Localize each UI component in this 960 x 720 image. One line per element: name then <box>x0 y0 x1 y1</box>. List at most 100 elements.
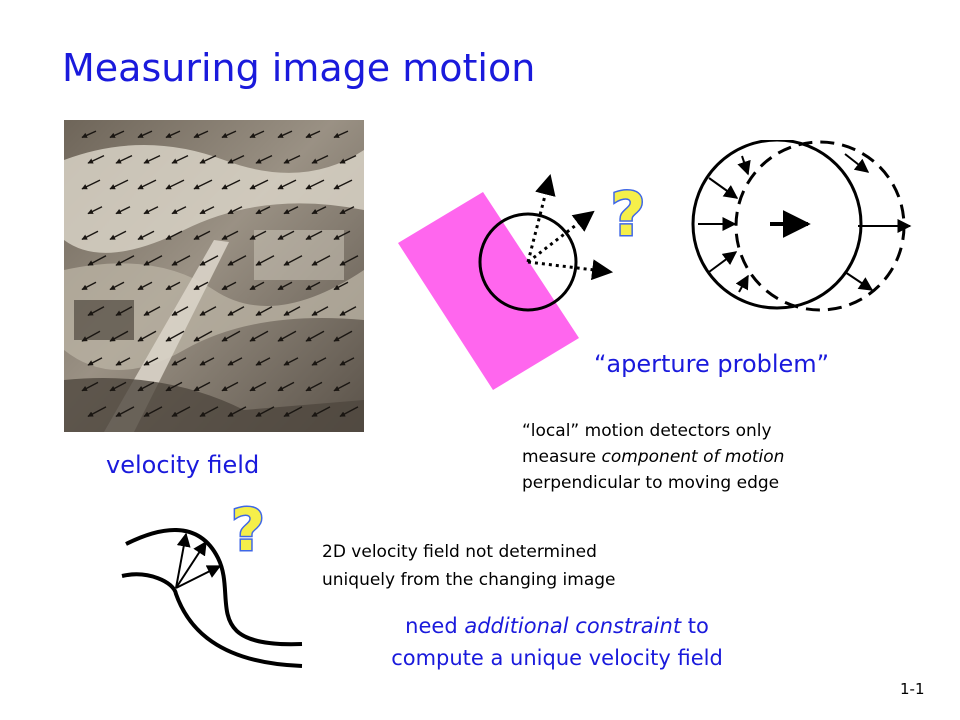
velocity-arrow <box>339 357 355 366</box>
velocity-arrow <box>283 406 303 418</box>
uniqueness-text: 2D velocity field not determined uniquel… <box>322 538 616 594</box>
shifted-circle-diagram <box>691 140 912 312</box>
velocity-arrow <box>221 130 237 139</box>
velocity-arrow <box>137 179 157 190</box>
svg-text:?: ? <box>611 180 646 250</box>
velocity-arrow <box>199 206 215 215</box>
velocity-arrow <box>171 306 189 316</box>
velocity-arrow <box>165 381 183 392</box>
velocity-arrow <box>199 406 219 418</box>
velocity-arrow <box>81 130 97 139</box>
velocity-arrow <box>137 130 153 139</box>
velocity-arrow <box>171 357 187 366</box>
velocity-arrow <box>165 330 185 342</box>
velocity-arrow <box>115 357 131 366</box>
velocity-arrow <box>277 179 297 190</box>
velocity-arrow <box>165 179 185 190</box>
constraint-prefix: need <box>405 614 465 638</box>
velocity-arrow <box>81 381 99 392</box>
uniqueness-line1: 2D velocity field not determined <box>322 542 597 562</box>
velocity-arrow <box>137 330 157 342</box>
velocity-arrow <box>227 306 245 316</box>
velocity-arrow <box>333 281 349 291</box>
velocity-arrow <box>221 230 239 241</box>
velocity-arrow <box>199 154 217 164</box>
velocity-arrow <box>249 130 265 139</box>
velocity-arrow <box>339 154 357 164</box>
velocity-arrow <box>199 255 219 266</box>
constraint-line2: compute a unique velocity field <box>391 646 723 670</box>
velocity-arrow <box>193 179 213 190</box>
velocity-arrow <box>87 255 107 266</box>
velocity-arrow <box>255 406 275 418</box>
velocity-arrow <box>255 357 271 366</box>
velocity-arrow <box>227 406 247 418</box>
velocity-arrow <box>81 230 99 241</box>
velocity-arrow <box>143 255 163 266</box>
aperture-diagram: ? <box>398 140 912 390</box>
velocity-arrow <box>333 179 353 190</box>
velocity-arrow <box>115 206 131 215</box>
svg-text:?: ? <box>231 498 265 564</box>
velocity-arrow <box>249 230 267 241</box>
velocity-arrow <box>171 255 191 266</box>
velocity-arrow <box>333 130 349 139</box>
velocity-arrow <box>171 154 189 164</box>
uniqueness-line2: uniquely from the changing image <box>322 570 616 590</box>
velocity-arrow <box>277 130 293 139</box>
velocity-arrow <box>311 154 329 164</box>
curved-edge-diagram: ? <box>121 498 303 668</box>
velocity-arrow <box>109 179 129 190</box>
velocity-arrow <box>249 381 267 392</box>
velocity-arrow <box>277 330 297 342</box>
constraint-suffix: to <box>681 614 709 638</box>
local-text-line3: perpendicular to moving edge <box>522 473 780 493</box>
velocity-arrow <box>277 381 295 392</box>
velocity-arrow <box>255 206 271 215</box>
velocity-arrow <box>87 406 107 418</box>
velocity-arrow <box>137 230 155 241</box>
velocity-arrow <box>221 179 241 190</box>
velocity-arrow <box>311 306 329 316</box>
velocity-arrow <box>143 406 163 418</box>
velocity-arrow <box>109 381 127 392</box>
velocity-arrow <box>143 306 161 316</box>
velocity-arrow <box>87 306 105 316</box>
velocity-arrow <box>311 406 331 418</box>
local-text-line2-italic: component of motion <box>601 447 785 467</box>
velocity-arrow <box>171 406 191 418</box>
slide-number: 1-1 <box>900 680 925 698</box>
velocity-arrow <box>255 306 273 316</box>
velocity-arrow <box>283 154 301 164</box>
velocity-arrow <box>305 330 325 342</box>
candidate-motion-arrows <box>526 173 614 281</box>
velocity-arrow <box>115 154 133 164</box>
velocity-arrow <box>333 381 351 392</box>
velocity-arrow <box>115 306 133 316</box>
velocity-arrow <box>249 330 269 342</box>
velocity-arrow <box>193 330 213 342</box>
velocity-arrow <box>227 154 245 164</box>
velocity-arrow <box>311 206 327 215</box>
velocity-arrow <box>165 130 181 139</box>
velocity-arrow <box>109 230 127 241</box>
velocity-arrow <box>311 357 327 366</box>
velocity-arrow <box>339 255 359 266</box>
velocity-arrow <box>221 330 241 342</box>
velocity-arrow <box>311 255 331 266</box>
aerial-velocity-photo <box>64 120 364 432</box>
constraint-line1: need additional constraint to <box>352 610 762 642</box>
velocity-arrow <box>249 179 269 190</box>
constraint-italic: additional constraint <box>464 614 682 638</box>
velocity-arrow <box>143 357 159 366</box>
velocity-arrow <box>199 357 215 366</box>
velocity-arrow <box>87 206 103 215</box>
velocity-arrow <box>87 357 103 366</box>
velocity-arrow <box>109 330 129 342</box>
velocity-arrow <box>255 255 275 266</box>
velocity-arrow <box>339 206 355 215</box>
velocity-arrow <box>333 330 353 342</box>
question-mark-icon: ? <box>230 498 267 566</box>
velocity-arrow <box>165 281 181 291</box>
aperture-problem-label: “aperture problem” <box>594 350 830 378</box>
